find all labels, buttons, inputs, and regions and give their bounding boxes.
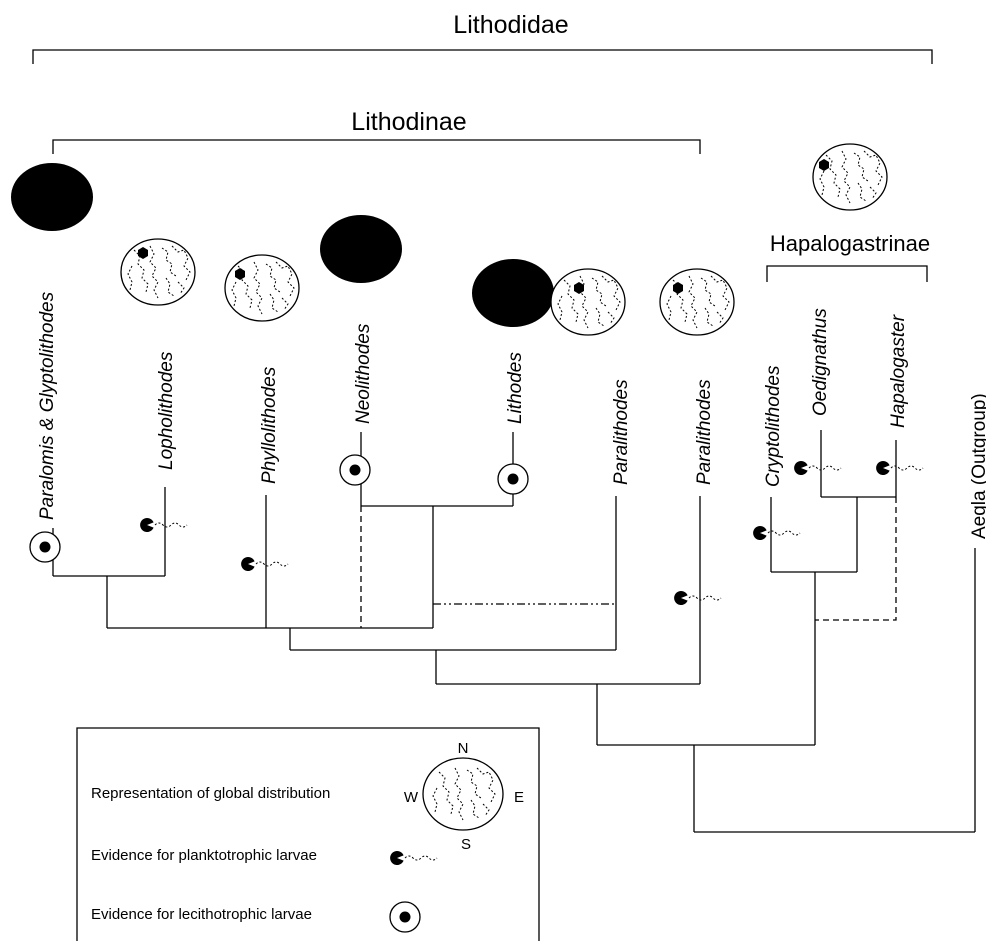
hapalogastrinae-bracket — [766, 265, 928, 282]
taxon-label-paralithodes: Paralithodes — [611, 379, 632, 485]
hapalogastrinae-label: Hapalogastrinae — [770, 231, 930, 256]
taxon-label-paralomis-glyptolithodes: Paralomis & Glyptolithodes — [37, 291, 58, 520]
planktotrophic-larva-icon — [674, 591, 722, 605]
compass-west: W — [404, 789, 419, 806]
legend: Representation of global distribution Ev… — [76, 727, 540, 941]
filled-globe-icon — [11, 163, 93, 231]
legend-distribution-label: Representation of global distribution — [91, 785, 330, 802]
planktotrophic-larva-icon — [241, 557, 289, 571]
globe-icon — [550, 268, 626, 336]
taxon-label-lithodes: Lithodes — [505, 352, 526, 424]
lecithotrophic-larva-icon — [497, 463, 529, 495]
compass-east: E — [514, 789, 524, 806]
filled-globe-icon — [320, 215, 402, 283]
globe-icon — [120, 238, 196, 306]
taxon-label-lopholithodes: Lopholithodes — [156, 351, 177, 470]
taxon-label-hapalogaster: Hapalogaster — [888, 314, 909, 428]
legend-box — [76, 727, 540, 941]
globe-icon — [659, 268, 735, 336]
planktotrophic-larva-icon — [794, 461, 842, 475]
taxon-label-phyllolithodes: Phyllolithodes — [259, 366, 280, 484]
compass-south: S — [461, 836, 471, 853]
planktotrophic-larva-icon — [140, 518, 188, 532]
planktotrophic-larva-icon — [753, 526, 801, 540]
lecithotrophic-larva-icon — [389, 901, 421, 933]
taxon-label-cryptolithodes: Cryptolithodes — [763, 365, 784, 487]
lithodidae-bracket — [32, 49, 933, 64]
planktotrophic-larva-icon — [876, 461, 924, 475]
family-label: Lithodidae — [453, 11, 568, 39]
lecithotrophic-larva-icon — [339, 454, 371, 486]
lecithotrophic-larva-icon — [29, 531, 61, 563]
legend-lecithotrophic-label: Evidence for lecithotrophic larvae — [91, 906, 312, 923]
globe-icon — [422, 757, 504, 831]
lithodinae-label: Lithodinae — [351, 108, 466, 136]
legend-planktotrophic-label: Evidence for planktotrophic larvae — [91, 847, 317, 864]
compass-north: N — [458, 740, 469, 757]
taxon-label-aegla: Aegla (Outgroup) — [969, 393, 986, 539]
globe-icon — [812, 143, 888, 211]
filled-globe-icon — [472, 259, 554, 327]
taxon-label-oedignathus: Oedignathus — [810, 308, 831, 416]
taxon-label-paralithodes: Paralithodes — [694, 379, 715, 485]
planktotrophic-larva-icon — [390, 851, 438, 865]
globe-icon — [224, 254, 300, 322]
lithodinae-bracket — [52, 139, 701, 154]
taxon-label-neolithodes: Neolithodes — [353, 323, 374, 424]
